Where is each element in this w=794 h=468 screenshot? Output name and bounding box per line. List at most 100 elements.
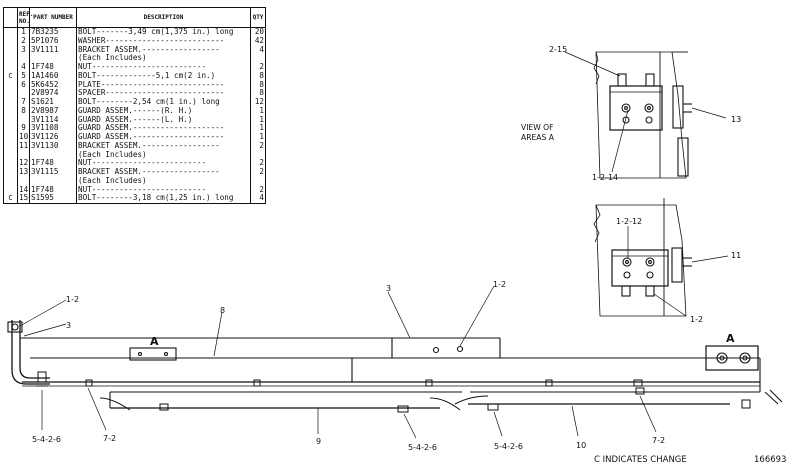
callout-9: 9	[316, 437, 321, 446]
callout-1-2-mid: 1-2	[493, 280, 506, 289]
row-description: GUARD ASSEM.--------------------	[76, 133, 251, 142]
row-ref-number: 9	[17, 124, 30, 133]
header-ref-no: REF. NO.	[17, 7, 33, 28]
row-ref-number: 14	[17, 185, 30, 195]
row-ref-number: 7	[17, 98, 30, 107]
row-quantity: 2	[250, 185, 266, 195]
row-ref-number	[17, 54, 30, 63]
callout-1-2-bottom: 1-2	[690, 315, 703, 324]
row-quantity: 4	[250, 45, 266, 55]
callout-13: 13	[731, 115, 741, 124]
row-description: (Each Includes)	[76, 176, 251, 186]
row-quantity: 2	[250, 63, 266, 72]
row-quantity: 2	[250, 168, 266, 177]
row-ref-number: 4	[17, 63, 30, 72]
row-description: BRACKET ASSEM.-----------------	[76, 45, 251, 55]
row-quantity: 8	[250, 80, 266, 90]
callout-3-mid: 3	[386, 284, 391, 293]
row-quantity: 4	[250, 194, 266, 204]
row-description: SPACER--------------------------	[76, 89, 251, 98]
leader-lines	[19, 285, 657, 439]
row-quantity: 1	[250, 133, 266, 142]
row-description: WASHER--------------------------	[76, 36, 251, 46]
callout-7-2-left: 7-2	[103, 434, 116, 443]
row-ref-number: 15	[17, 194, 30, 204]
row-ref-number	[17, 89, 30, 98]
row-part-number: 1F748	[29, 63, 77, 72]
callout-1-2-left: 1-2	[66, 295, 79, 304]
detail-view-top	[564, 51, 727, 179]
row-description: BOLT--------3,18 cm(1,25 in.) long	[76, 194, 251, 204]
row-description: (Each Includes)	[76, 150, 251, 160]
row-ref-number: 11	[17, 141, 30, 151]
row-part-number: 1A1460	[29, 71, 77, 81]
view-title-line2: AREAS A	[521, 133, 555, 142]
row-description: PLATE---------------------------	[76, 80, 251, 90]
row-quantity: 2	[250, 141, 266, 151]
row-ref-number: 6	[17, 80, 30, 90]
row-description: NUT-------------------------	[76, 159, 251, 168]
row-ref-number: 1	[17, 27, 30, 37]
row-part-number: 3V1111	[29, 45, 77, 55]
row-quantity	[250, 150, 266, 160]
row-part-number: 1F748	[29, 159, 77, 168]
row-ref-number: 10	[17, 133, 30, 142]
row-description: GUARD ASSEM.--------------------	[76, 124, 251, 133]
row-part-number: 7B3235	[29, 27, 77, 37]
callout-10: 10	[576, 441, 586, 450]
row-change-marker: C	[8, 71, 13, 80]
callout-2-15: 2-15	[549, 45, 567, 54]
callout-11: 11	[731, 251, 741, 260]
row-quantity	[250, 54, 266, 63]
area-a-label-right: A	[726, 332, 735, 345]
callout-5-4-2-6-left: 5-4-2-6	[32, 435, 61, 444]
row-description: GUARD ASSEM.------(L. H.)	[76, 115, 251, 125]
row-quantity: 8	[250, 89, 266, 98]
row-part-number	[29, 150, 77, 160]
row-description: BRACKET ASSEM.-----------------	[76, 141, 251, 151]
row-description: BOLT--------2,54 cm(1 in.) long	[76, 98, 251, 107]
row-description: BOLT-------3,49 cm(1,375 in.) long	[76, 27, 251, 37]
row-ref-number: 8	[17, 106, 30, 116]
row-part-number: 5P1076	[29, 36, 77, 46]
row-quantity	[250, 176, 266, 186]
parts-table-row: (Each Includes)	[4, 54, 266, 63]
figure-number: 166693	[754, 455, 787, 465]
row-ref-number: 12	[17, 159, 30, 168]
callout-5-4-2-6-mid: 5-4-2-6	[408, 443, 437, 452]
callout-8: 8	[220, 306, 225, 315]
change-note: C INDICATES CHANGE	[594, 455, 687, 465]
row-part-number: S1595	[29, 194, 77, 204]
main-guard-assembly	[7, 320, 783, 413]
row-part-number: 3V1108	[29, 124, 77, 133]
view-title-line1: VIEW OF	[521, 123, 554, 132]
row-description: NUT-------------------------	[76, 185, 251, 195]
row-quantity: 1	[250, 124, 266, 133]
callout-3-left: 3	[66, 321, 71, 330]
callout-1-2-14: 1-2-14	[592, 173, 618, 182]
row-quantity: 1	[250, 115, 266, 125]
row-description: BRACKET ASSEM.-----------------	[76, 168, 251, 177]
row-part-number: 3V1115	[29, 168, 77, 177]
row-quantity: 2	[250, 159, 266, 168]
row-part-number: 1F748	[29, 185, 77, 195]
row-description: GUARD ASSEM.------(R. H.)	[76, 106, 251, 116]
row-quantity: 42	[250, 36, 266, 46]
row-part-number	[29, 176, 77, 186]
row-part-number: 3V1114	[29, 115, 77, 125]
